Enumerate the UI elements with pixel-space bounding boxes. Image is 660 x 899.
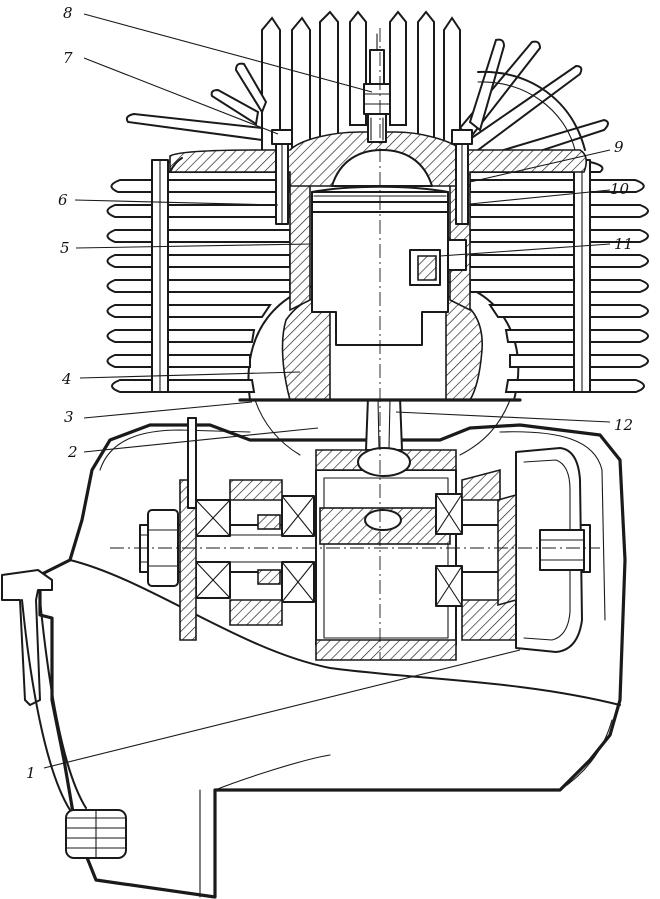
callout-8: 8 (63, 4, 73, 22)
callout-5: 5 (60, 239, 70, 257)
cylinder-studs (151, 159, 591, 509)
head-bolts (271, 129, 473, 225)
callout-6: 6 (58, 191, 68, 209)
left-main-bearing (195, 495, 315, 603)
crankshaft-assembly (110, 447, 600, 661)
callout-4: 4 (61, 370, 72, 388)
leader-lines (43, 13, 611, 769)
drain-plug (65, 809, 127, 859)
callout-7: 7 (63, 49, 73, 67)
callout-2: 2 (67, 443, 78, 461)
callout-3: 3 (64, 408, 74, 426)
callout-10: 10 (610, 180, 630, 198)
callout-1: 1 (26, 764, 36, 782)
callout-9: 9 (614, 138, 624, 156)
flywheel-magneto (497, 447, 585, 653)
callout-11: 11 (614, 235, 633, 253)
callout-labels: 8 7 6 5 4 3 2 1 9 10 11 12 (26, 4, 633, 782)
spark-plug (363, 33, 391, 143)
right-main-bearing (435, 493, 463, 607)
callout-12: 12 (614, 416, 633, 434)
cylinder-head (125, 10, 609, 187)
